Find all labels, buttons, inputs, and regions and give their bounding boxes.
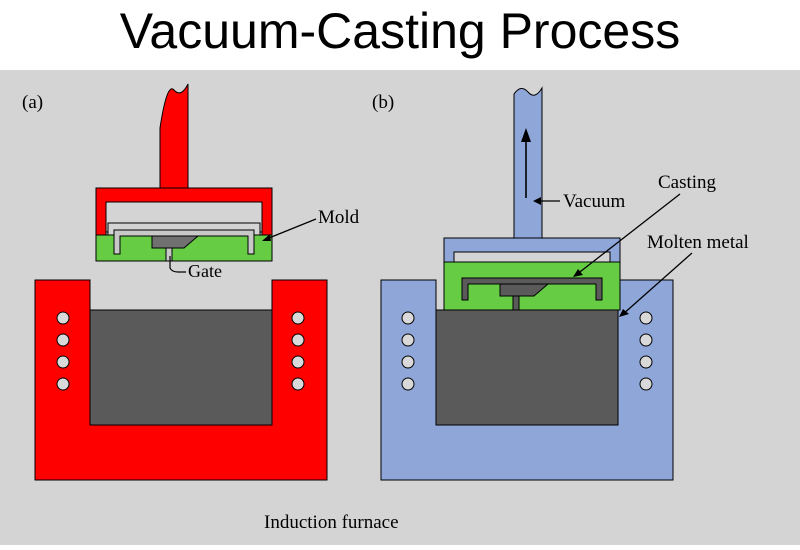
panel-a-rod — [159, 83, 189, 189]
panel-a-casting-shape — [151, 235, 200, 249]
casting-arrowhead — [573, 269, 583, 277]
mold-arrowhead — [262, 234, 271, 241]
gate-label: Gate — [188, 261, 222, 281]
diagram-svg: (a) Mold Gate — [22, 83, 749, 533]
panel-a: (a) Mold Gate — [22, 83, 360, 481]
mold-leader — [263, 218, 317, 241]
coil-icon — [291, 377, 305, 391]
mold-label: Mold — [318, 207, 360, 228]
casting-leader — [575, 193, 681, 276]
coil-icon — [56, 377, 70, 391]
arrow-up-head — [521, 128, 531, 142]
panel-b-label: (b) — [372, 92, 394, 113]
panel-a-label: (a) — [22, 92, 43, 113]
molten-metal-label: Molten metal — [647, 232, 749, 253]
panel-b-casting-shape — [499, 283, 550, 297]
coil-icon — [56, 311, 70, 325]
coil-icon — [291, 311, 305, 325]
coil-icon — [401, 311, 415, 325]
panel-b: (b) Vacuum — [372, 86, 749, 481]
panel-b-molten-metal — [435, 309, 619, 426]
induction-furnace-label: Induction furnace — [264, 512, 399, 533]
coil-icon — [291, 333, 305, 347]
coil-icon — [291, 355, 305, 369]
coil-icon — [401, 377, 415, 391]
molten-metal-arrowhead — [619, 309, 629, 317]
vacuum-casting-figure: (a) Mold Gate — [0, 70, 800, 545]
panel-b-rod — [513, 86, 543, 239]
coil-icon — [639, 333, 653, 347]
panel-a-molten-metal — [89, 309, 273, 426]
gate-leader — [169, 256, 186, 273]
page-title: Vacuum-Casting Process — [119, 3, 681, 59]
coil-icon — [639, 355, 653, 369]
coil-icon — [401, 355, 415, 369]
coil-icon — [56, 333, 70, 347]
coil-icon — [56, 355, 70, 369]
coil-icon — [639, 311, 653, 325]
molten-metal-leader — [621, 252, 693, 316]
panel-b-gate-sprue — [512, 295, 520, 311]
vacuum-label: Vacuum — [563, 191, 625, 212]
panel-a-gate-sprue — [165, 247, 173, 262]
vacuum-arrowhead — [533, 197, 541, 205]
casting-label: Casting — [658, 172, 717, 193]
coil-icon — [639, 377, 653, 391]
coil-icon — [401, 333, 415, 347]
